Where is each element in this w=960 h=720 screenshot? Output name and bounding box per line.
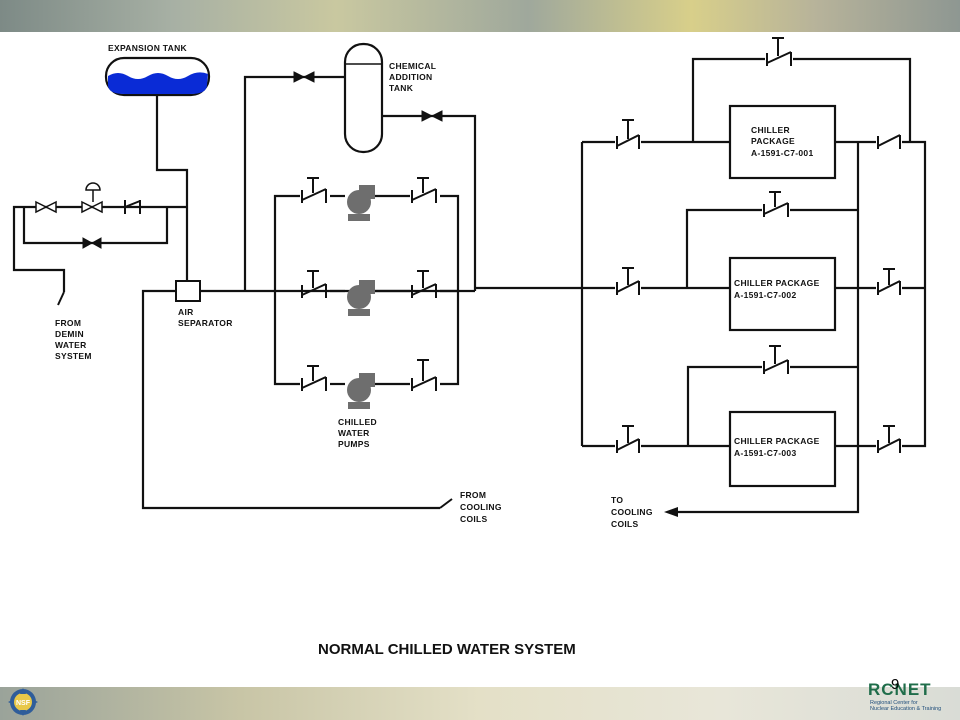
gate-valve-icon	[35, 200, 57, 214]
check-valve-icon	[877, 425, 901, 453]
chiller-package-3	[728, 410, 837, 488]
chiller-1-label-3: A-1591-C7-001	[751, 148, 814, 158]
chemical-addition-tank	[343, 42, 384, 154]
chiller-package-2	[728, 256, 837, 332]
expansion-tank	[104, 56, 211, 97]
check-valve-icon	[301, 270, 327, 298]
chiller-3-label-2: A-1591-C7-003	[734, 448, 797, 458]
gate-valve-icon	[421, 110, 443, 122]
check-valves	[301, 37, 901, 453]
check-valve-icon	[877, 134, 901, 149]
chiller-boxes	[728, 104, 837, 488]
from-coils-inlet	[439, 498, 453, 509]
chiller-2-label-2: A-1591-C7-002	[734, 290, 797, 300]
rcnet-logo-word: RCNET	[868, 680, 932, 699]
check-valve-icon	[411, 177, 437, 203]
check-valve-icon	[411, 359, 437, 391]
pump-icon	[347, 373, 375, 409]
check-valve-icon	[616, 119, 640, 149]
gate-valves	[82, 71, 443, 249]
control-valve-icon	[81, 200, 103, 214]
demin-inlet	[57, 291, 65, 306]
check-valve-icon	[411, 270, 437, 298]
chemical-tank-label-2: ADDITION	[389, 72, 432, 82]
footer-band	[0, 687, 960, 720]
chilled-water-pumps	[347, 185, 375, 409]
chiller-3-label-1: CHILLER PACKAGE	[734, 436, 820, 446]
rcnet-sub-line-2: Nuclear Education & Training	[870, 706, 942, 712]
to-coils-label-1: TO	[611, 495, 623, 505]
check-valve-icon	[616, 425, 640, 453]
check-valve-icon	[766, 37, 792, 66]
rcnet-sub-line-1: Regional Center for	[870, 700, 918, 706]
pump-icon	[347, 280, 375, 316]
arrow-to-cooling-coils	[664, 507, 678, 517]
pumps-label-3: PUMPS	[338, 439, 370, 449]
diagram-title: NORMAL CHILLED WATER SYSTEM	[318, 641, 576, 658]
expansion-tank-label: EXPANSION TANK	[108, 43, 188, 53]
check-valve-icon	[616, 267, 640, 295]
check-valve-icon	[877, 268, 901, 295]
check-valve-icon	[124, 200, 141, 214]
air-separator	[175, 280, 201, 302]
check-valve-icon	[301, 177, 327, 203]
chiller-1-label-1: CHILLER	[751, 125, 790, 135]
check-valve-icon	[763, 345, 789, 374]
air-separator-label-2: SEPARATOR	[178, 318, 233, 328]
demin-label-3: WATER	[55, 340, 87, 350]
from-coils-label-3: COILS	[460, 514, 488, 524]
gate-valve-icon	[293, 71, 315, 83]
header-band	[0, 0, 960, 32]
demin-label-1: FROM	[55, 318, 81, 328]
chiller-2-label-1: CHILLER PACKAGE	[734, 278, 820, 288]
chiller-package-1	[728, 104, 837, 180]
open-valves	[35, 182, 103, 214]
to-coils-label-2: COOLING	[611, 507, 653, 517]
nsf-logo: NSF	[8, 688, 38, 716]
piping	[12, 57, 927, 514]
demin-label-2: DEMIN	[55, 329, 84, 339]
pumps-label-2: WATER	[338, 428, 370, 438]
actuator-icon	[85, 182, 101, 191]
page-number: 9	[891, 676, 900, 693]
gate-valve-icon	[82, 237, 102, 249]
rcnet-logo-subtitle: Regional Center for Nuclear Education & …	[870, 700, 941, 712]
chemical-tank-label-3: TANK	[389, 83, 414, 93]
pump-icon	[347, 185, 375, 221]
from-coils-label-2: COOLING	[460, 502, 502, 512]
chiller-1-label-2: PACKAGE	[751, 136, 795, 146]
from-coils-label-1: FROM	[460, 490, 486, 500]
air-separator-label-1: AIR	[178, 307, 194, 317]
check-valve-icon	[301, 365, 327, 391]
chemical-tank-label-1: CHEMICAL	[389, 61, 436, 71]
nsf-logo-text: NSF	[16, 700, 31, 707]
demin-label-4: SYSTEM	[55, 351, 92, 361]
check-valve-icon	[763, 191, 789, 217]
rcnet-logo: RCNET Regional Center for Nuclear Educat…	[868, 680, 956, 720]
to-coils-label-3: COILS	[611, 519, 639, 529]
pumps-label-1: CHILLED	[338, 417, 377, 427]
